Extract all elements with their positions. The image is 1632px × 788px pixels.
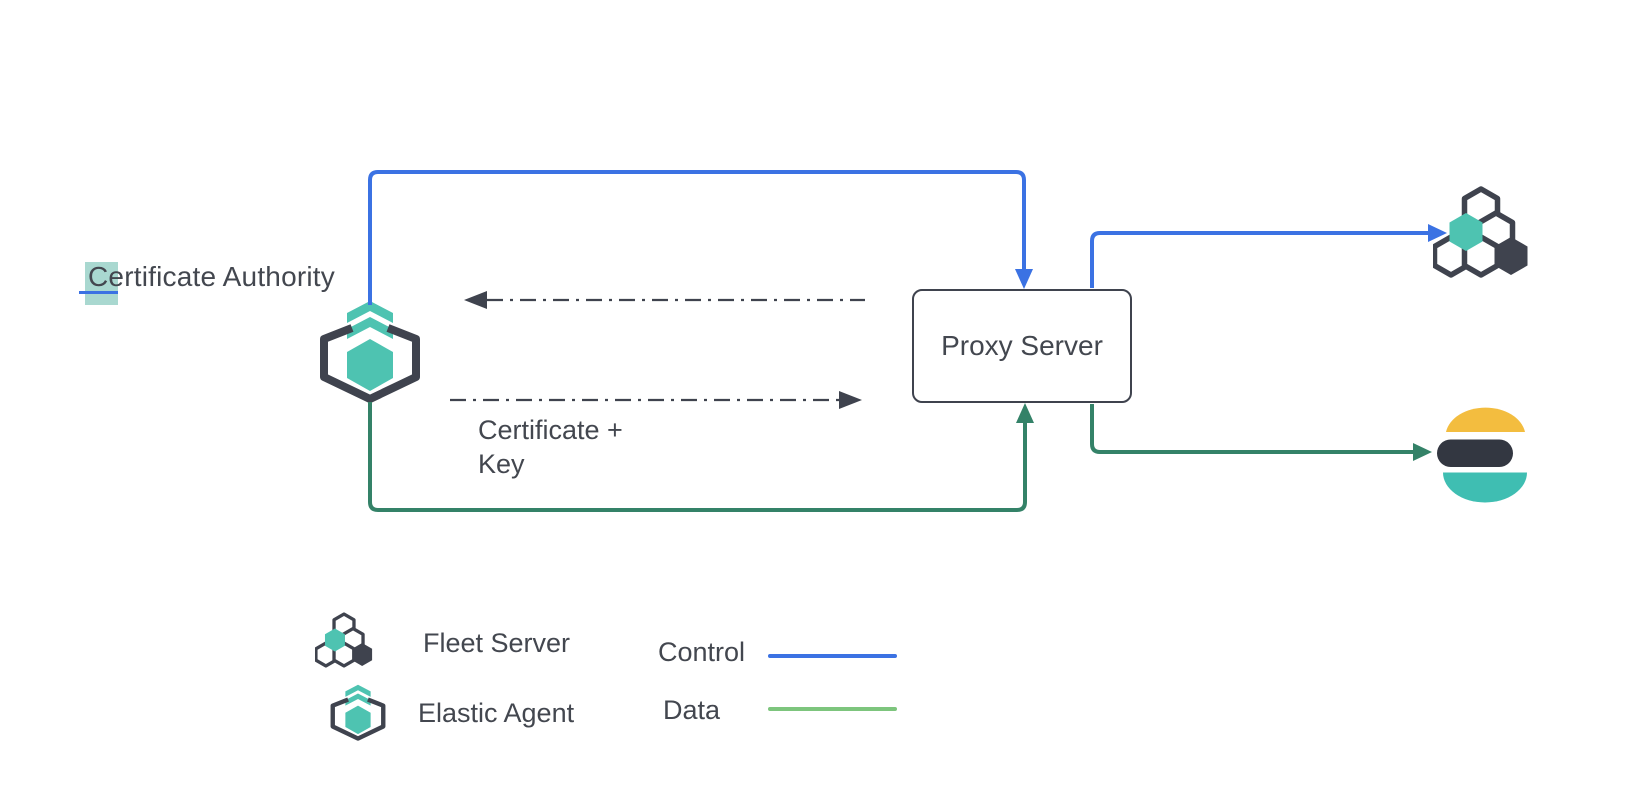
arrowhead-data-up-icon	[1016, 403, 1034, 423]
elastic-agent-icon	[320, 301, 420, 403]
fleet-hex-teal-icon	[324, 628, 345, 652]
elasticsearch-logo	[1437, 407, 1527, 503]
control-line-proxy-to-fleet	[1090, 231, 1428, 288]
text-selection-highlight	[85, 262, 118, 305]
legend-fleet-server-icon	[315, 612, 373, 668]
legend-data-line-swatch	[768, 707, 897, 711]
legend-elastic-agent-icon	[330, 684, 386, 741]
agent-chevron-icon	[345, 684, 371, 697]
arrowhead-dashed-left-icon	[464, 291, 487, 309]
es-yellow-arc-icon	[1446, 407, 1525, 432]
agent-chevron-icon	[347, 301, 393, 323]
data-line-agent-to-proxy	[368, 402, 1027, 512]
fleet-hex-teal-icon	[1449, 213, 1483, 251]
certificate-key-label: Certificate + Key	[478, 413, 623, 481]
es-teal-arc-icon	[1443, 472, 1527, 503]
proxy-server-node: Proxy Server	[912, 289, 1132, 403]
control-line-agent-to-proxy	[368, 170, 1026, 305]
legend-fleet-server-label: Fleet Server	[423, 628, 571, 658]
agent-hexagon-icon	[345, 705, 371, 735]
text-cursor-underline	[79, 291, 118, 294]
agent-bracket-outline-icon	[320, 324, 420, 403]
legend-control-line-swatch	[768, 654, 897, 658]
fleet-hex-dark-icon	[352, 643, 373, 666]
arrowhead-dashed-right-icon	[839, 391, 862, 409]
proxy-server-label: Proxy Server	[941, 330, 1103, 361]
agent-chevron-icon	[345, 693, 371, 706]
fleet-hex-dark-icon	[1494, 237, 1528, 275]
arrowhead-data-right-icon	[1413, 443, 1432, 461]
agent-hexagon-icon	[347, 339, 393, 391]
data-line-proxy-to-elasticsearch	[1090, 404, 1413, 454]
legend-data-label: Data	[662, 695, 720, 725]
certificate-key-line1: Certificate +	[478, 415, 623, 445]
arrowhead-control-down-icon	[1015, 269, 1033, 289]
es-dark-bar-icon	[1437, 439, 1513, 467]
fleet-server-icon	[1433, 186, 1528, 278]
arrowhead-control-right-icon	[1428, 224, 1447, 242]
certificate-key-line2: Key	[478, 449, 525, 479]
certificate-authority-label: Certificate Authority	[88, 261, 335, 292]
agent-bracket-outline-icon	[330, 697, 386, 741]
legend-elastic-agent-label: Elastic Agent	[418, 698, 575, 728]
agent-chevron-icon	[347, 317, 393, 339]
legend-control-label: Control	[657, 637, 745, 667]
